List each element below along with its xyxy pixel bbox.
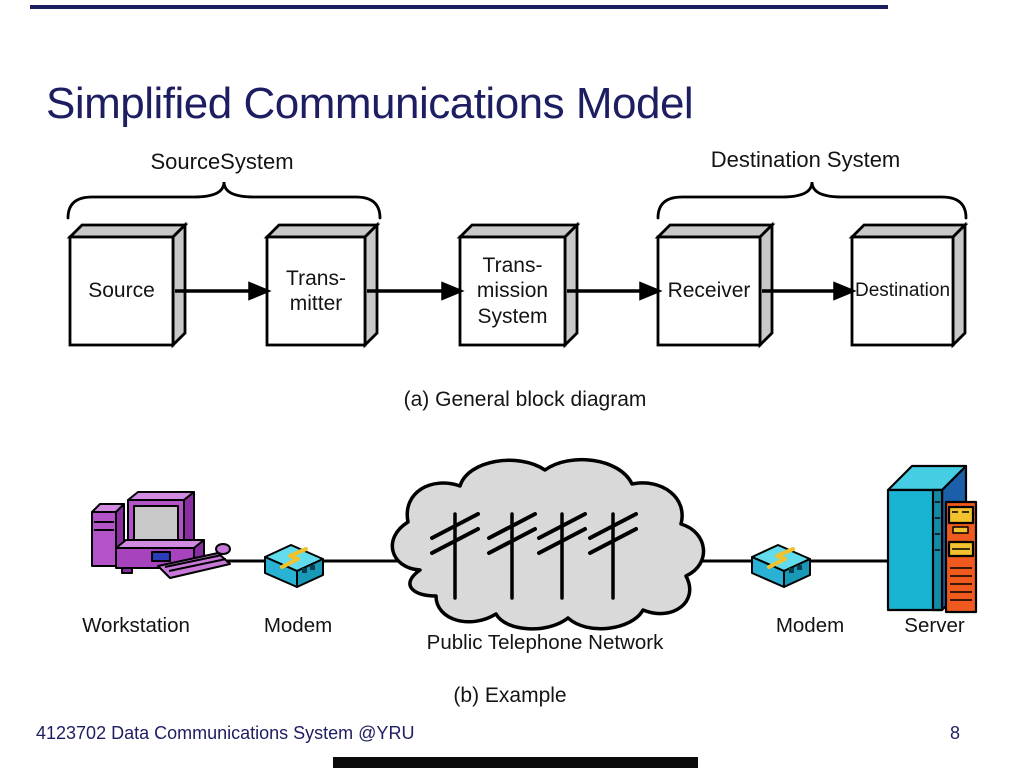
caption-general-block-diagram: (a) General block diagram: [403, 388, 647, 411]
example-diagram-graphic: [91, 457, 978, 631]
block-diagram-graphic: [66, 181, 969, 349]
page-number: 8: [949, 723, 960, 743]
source-system-label: SourceSystem: [150, 149, 294, 174]
modem-left-label: Modem: [263, 614, 333, 637]
arrow-transmitter-to-transmission: [367, 281, 465, 301]
caption-example: (b) Example: [453, 684, 567, 707]
arrow-receiver-to-destination: [762, 281, 857, 301]
box-label-receiver: Receiver: [667, 279, 751, 303]
modem-right-label: Modem: [775, 614, 845, 637]
destination-system-brace: [656, 181, 968, 220]
destination-system-label: Destination System: [710, 147, 901, 172]
telephone-pole-icons: [430, 512, 638, 600]
footer-course-text: 4123702 Data Communications System @YRU: [36, 723, 415, 743]
public-telephone-network-label: Public Telephone Network: [426, 631, 664, 654]
box-label-source: Source: [88, 279, 155, 303]
source-system-brace: [66, 181, 382, 220]
telephone-network-cloud-icon: [390, 457, 706, 631]
box-source: [66, 221, 189, 349]
box-destination: [848, 221, 969, 349]
box-label-transmitter: Trans- mitter: [286, 266, 346, 315]
server-label: Server: [904, 614, 965, 637]
arrow-transmission-to-receiver: [567, 281, 663, 301]
arrow-source-to-transmitter: [175, 281, 272, 301]
modem-box-icon: [750, 543, 812, 589]
modem-box-icon: [264, 544, 324, 588]
workstation-computer-icon: [91, 491, 231, 579]
workstation-label: Workstation: [82, 614, 190, 637]
box-label-destination: Destination: [854, 279, 951, 301]
box-label-transmission-system: Trans- mission System: [476, 254, 549, 328]
bottom-black-bar: [333, 757, 698, 768]
box-receiver: [654, 221, 776, 349]
slide-title: Simplified Communications Model: [46, 79, 694, 129]
box-transmitter: [263, 221, 381, 349]
slide-top-border-line: [30, 5, 888, 9]
box-transmission-system: [456, 221, 581, 349]
server-tower-icon: [886, 464, 978, 614]
